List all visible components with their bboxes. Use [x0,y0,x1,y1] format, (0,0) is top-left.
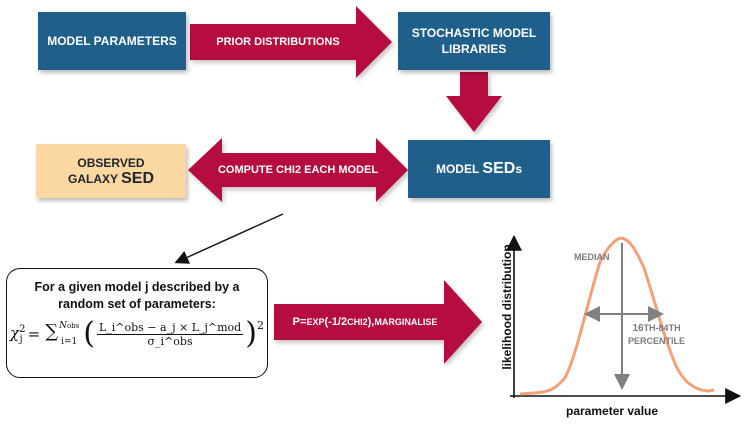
formula-box-title: For a given model j described by a rando… [34,280,240,311]
formula-box: For a given model j described by a rando… [6,268,268,378]
prior-distributions-label: PRIOR DISTRIBUTIONS [216,36,340,48]
probability-chi2: CHI2 [347,317,368,327]
probability-arrow [274,280,482,364]
connector-arrow [174,213,284,264]
formula-chi: χ2j [10,323,26,345]
observed-sed-box: OBSERVED GALAXY SED [36,144,186,198]
compute-chi2-arrow [188,138,408,202]
percentile-label: 16TH-84TH PERCENTILE [628,322,685,347]
percentile-line2: PERCENTILE [628,336,686,346]
formula-equals: = [27,325,41,343]
model-seds-sed: SED [482,160,516,177]
probability-marginalise: MARGINALISE [374,317,438,327]
observed-sed-sed: SED [121,170,155,187]
stochastic-libraries-line1: STOCHASTIC MODEL [411,26,537,40]
model-seds-s: s [515,162,523,176]
model-seds-model: MODEL [435,162,483,176]
down-arrow [446,72,502,132]
probability-close: ), [367,316,375,328]
median-label: MEDIAN [574,252,610,262]
model-seds-box: MODEL SEDs [408,140,550,198]
formula-fraction: L_i^obs − a_j × L_j^mod σ_i^obs [96,320,244,348]
formula-sum: ∑ Nobs i=1 [45,321,80,347]
y-axis-label: likelihood distribution [500,244,514,370]
formula-denominator: σ_i^obs [147,334,193,348]
probability-p: P= [292,316,307,328]
observed-sed-line2: GALAXY SED [68,171,154,187]
stochastic-libraries-line2: LIBRARIES [441,42,507,56]
prior-distributions-arrow [190,6,392,78]
x-axis-label: parameter value [566,404,659,418]
probability-exp: EXP [306,317,325,327]
percentile-line1: 16TH-84TH [632,323,681,334]
chi2-formula: χ2j = ∑ Nobs i=1 ( L_i^obs − a_j × L_j^m… [10,316,264,351]
model-parameters-label: MODEL PARAMETERS [47,34,177,48]
formula-numerator: L_i^obs − a_j × L_j^mod [96,320,244,335]
probability-open: (-1/2 [324,316,348,328]
compute-chi2-label: COMPUTE CHI2 EACH MODEL [217,164,379,176]
model-seds-label: MODEL SEDs [436,161,522,177]
formula-outer-square: 2 [256,319,264,332]
likelihood-curve [519,236,715,396]
probability-label: P=EXP(-1/2 CHI2), MARGINALISE [276,304,454,340]
stochastic-libraries-box: STOCHASTIC MODEL LIBRARIES [398,12,550,70]
model-parameters-box: MODEL PARAMETERS [38,12,186,70]
observed-sed-line1: OBSERVED [77,156,145,170]
observed-sed-galaxy: GALAXY [67,172,122,186]
